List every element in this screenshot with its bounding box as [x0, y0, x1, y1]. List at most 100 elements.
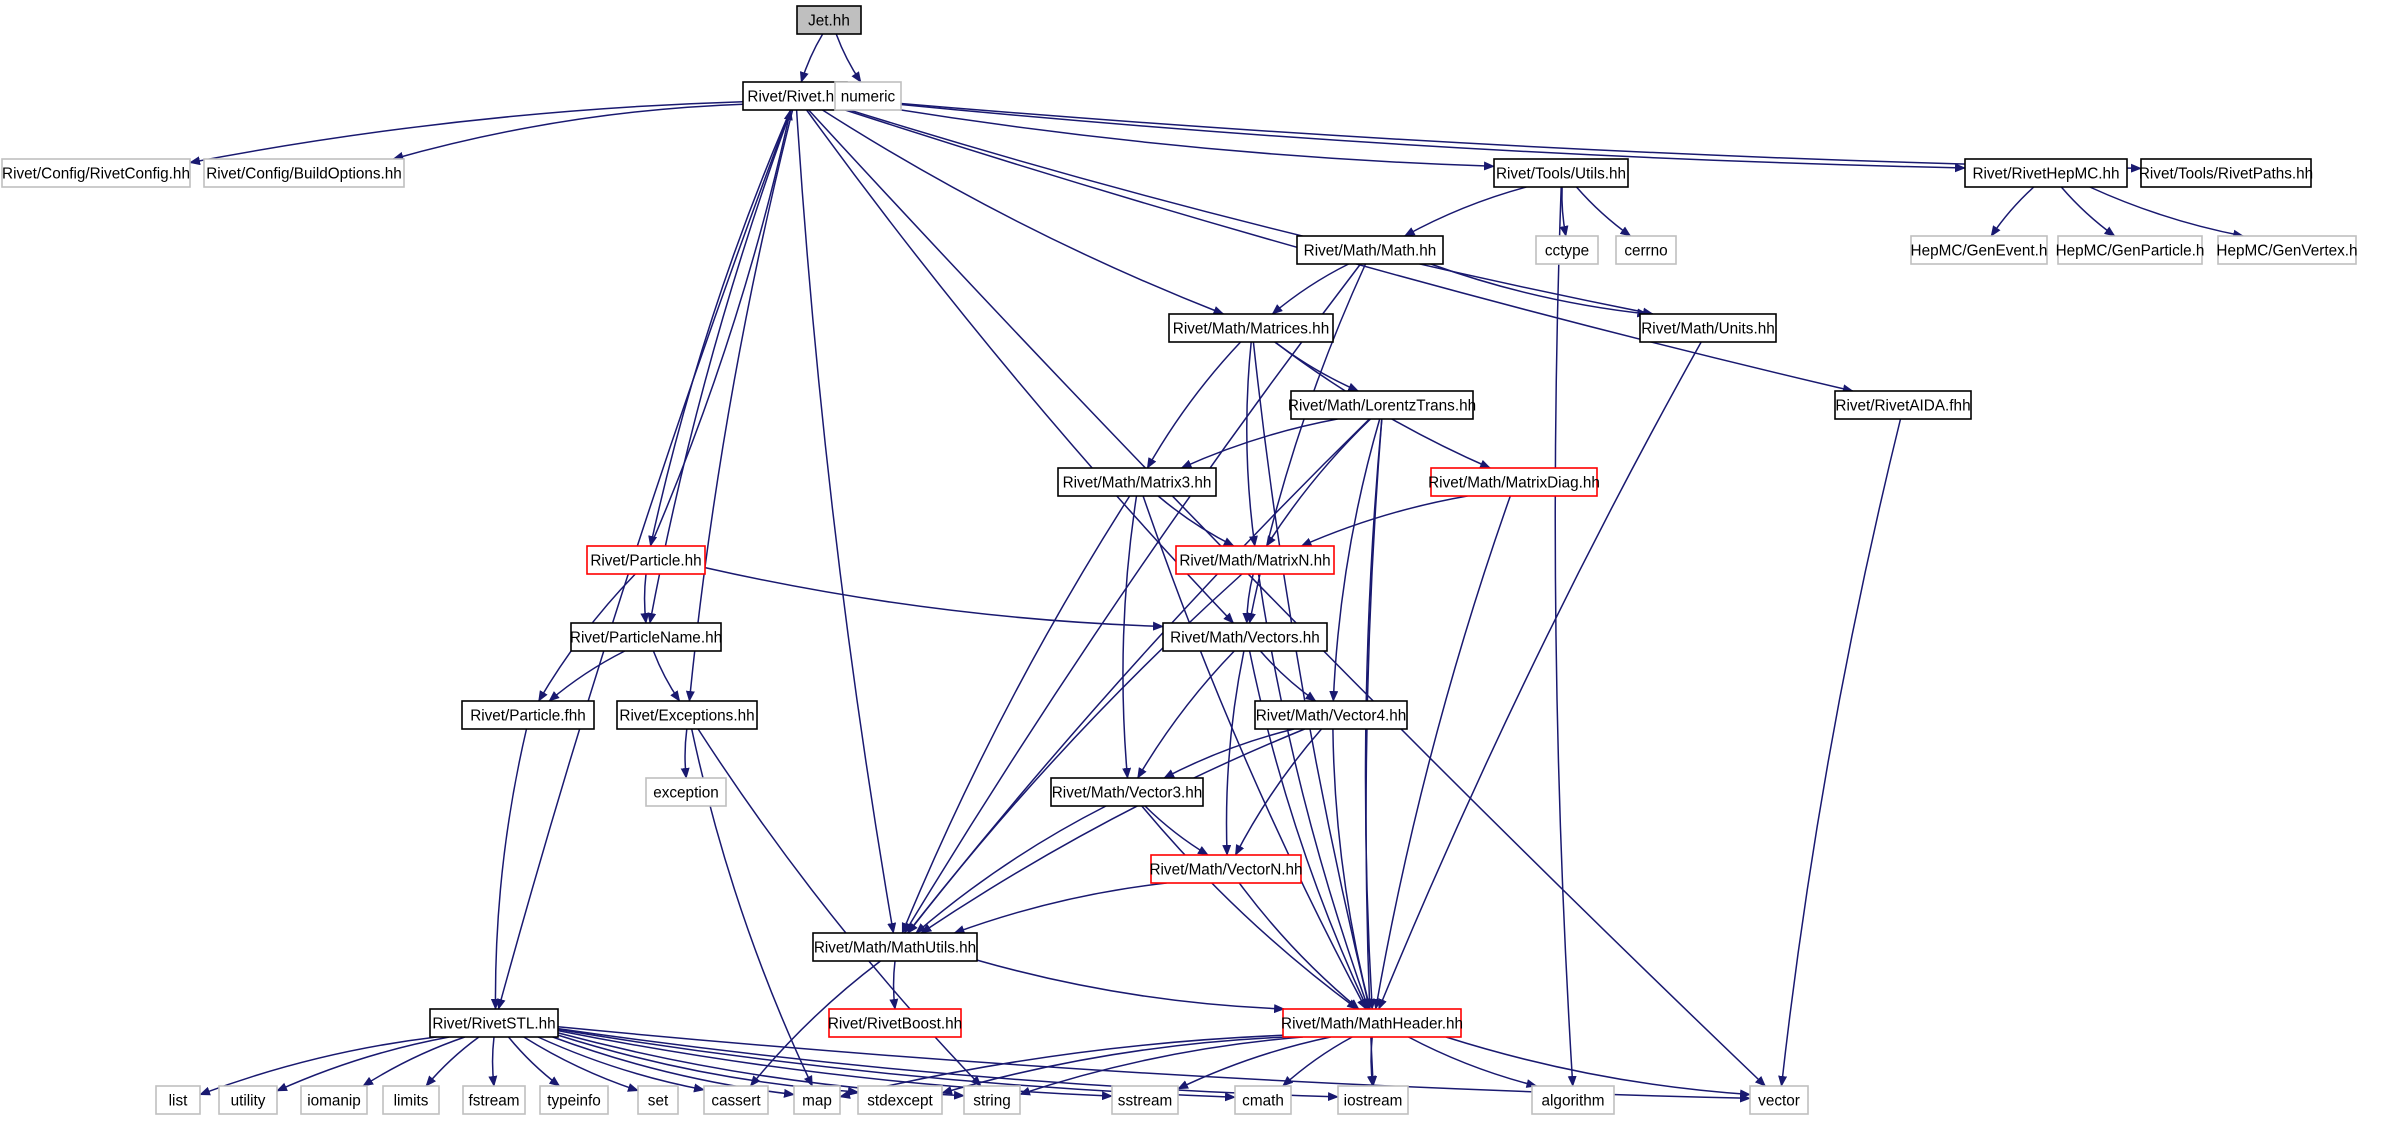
node-particlename[interactable]: Rivet/ParticleName.hh — [570, 622, 722, 652]
node-label: fstream — [469, 1093, 520, 1110]
node-mathheader[interactable]: Rivet/Math/MathHeader.hh — [1281, 1008, 1463, 1038]
node-label: vector — [1758, 1093, 1800, 1110]
node-label: Rivet/Config/BuildOptions.hh — [206, 166, 402, 183]
node-math[interactable]: Rivet/Math/Math.hh — [1296, 235, 1444, 265]
node-particle[interactable]: Rivet/Particle.hh — [586, 545, 706, 575]
node-mathutils[interactable]: Rivet/Math/MathUtils.hh — [812, 932, 978, 962]
node-label: Rivet/Math/Matrix3.hh — [1063, 475, 1212, 492]
edge-arrow — [1403, 186, 1527, 237]
edge-arrow — [1122, 495, 1138, 779]
node-label: Rivet/Rivet.hh — [747, 89, 842, 106]
node-matrix3[interactable]: Rivet/Math/Matrix3.hh — [1057, 467, 1217, 497]
node-box — [1150, 854, 1302, 884]
node-list: list — [155, 1085, 201, 1115]
edge-rivetstl-to-fstream — [488, 1036, 498, 1087]
node-label: map — [802, 1093, 832, 1110]
edge-arrow — [846, 98, 2142, 173]
node-box — [1234, 1085, 1292, 1115]
edge-vectorn-to-mathheader — [1238, 882, 1360, 1010]
edge-toolsutils-to-algorithm — [1554, 186, 1577, 1087]
node-layer: Jet.hhRivet/Rivet.hhnumericRivet/Config/… — [1, 5, 2358, 1115]
edge-matrices-to-matrixn — [1246, 341, 1258, 547]
node-label: Rivet/Math/LorentzTrans.hh — [1288, 398, 1476, 415]
edge-arrow — [276, 1036, 450, 1092]
node-box — [1175, 545, 1335, 575]
node-box — [1749, 1085, 1809, 1115]
edge-jet-to-rivet — [799, 33, 824, 83]
node-label: Rivet/Math/MatrixDiag.hh — [1428, 475, 1600, 492]
node-matrixdiag[interactable]: Rivet/Math/MatrixDiag.hh — [1428, 467, 1600, 497]
edge-arrow — [1554, 186, 1577, 1087]
node-label: Rivet/ParticleName.hh — [570, 630, 722, 647]
edge-arrow — [799, 33, 824, 83]
edge-rivet-to-rivethepmc — [846, 98, 1966, 173]
node-box — [1639, 313, 1777, 343]
edge-mathheader-to-algorithm — [1408, 1036, 1538, 1088]
node-stdexcept: stdexcept — [857, 1085, 943, 1115]
edge-arrow — [1137, 650, 1235, 779]
edge-arrow — [903, 263, 1362, 934]
node-box — [637, 1085, 679, 1115]
edge-arrow — [1177, 1036, 1331, 1090]
edge-arrow — [199, 1036, 437, 1096]
node-label: Rivet/Particle.hh — [590, 553, 701, 570]
edge-jet-to-numeric — [835, 33, 862, 83]
node-lorentz[interactable]: Rivet/Math/LorentzTrans.hh — [1288, 390, 1476, 420]
edge-matrix3-to-mathheader — [1142, 495, 1367, 1010]
node-rivetstl[interactable]: Rivet/RivetSTL.hh — [429, 1008, 559, 1038]
edge-mathutils-to-mathheader — [976, 959, 1286, 1014]
node-box — [570, 622, 722, 652]
edge-rivet-to-matrices — [822, 109, 1225, 315]
node-label: sstream — [1118, 1093, 1172, 1110]
node-particlefhh[interactable]: Rivet/Particle.fhh — [461, 700, 595, 730]
edge-arrow — [425, 1036, 480, 1087]
edge-matrix3-to-matrixn — [1157, 495, 1235, 547]
node-label: set — [648, 1093, 669, 1110]
node-exceptions[interactable]: Rivet/Exceptions.hh — [616, 700, 758, 730]
node-box — [1057, 467, 1217, 497]
edge-matrixdiag-to-matrixn — [1300, 495, 1468, 547]
node-buildoptions: Rivet/Config/BuildOptions.hh — [203, 158, 405, 188]
edge-rivet-to-rivetconfig — [189, 100, 744, 166]
node-matrixn[interactable]: Rivet/Math/MatrixN.hh — [1175, 545, 1335, 575]
node-jet[interactable]: Jet.hh — [796, 5, 862, 35]
node-fstream: fstream — [462, 1085, 526, 1115]
node-rivetpaths[interactable]: Rivet/Tools/RivetPaths.hh — [2139, 158, 2313, 188]
node-vectors[interactable]: Rivet/Math/Vectors.hh — [1162, 622, 1328, 652]
edge-lorentz-to-vector4 — [1329, 418, 1381, 702]
edge-rivet-to-vectors — [805, 109, 1235, 624]
edge-rivetstl-to-set — [523, 1036, 639, 1092]
node-box — [1050, 777, 1204, 807]
edge-arrow — [1559, 186, 1569, 237]
node-label: Rivet/Tools/RivetPaths.hh — [2139, 166, 2313, 183]
edge-rivethepmc-to-genevent — [1990, 186, 2035, 237]
node-vectorn[interactable]: Rivet/Math/VectorN.hh — [1149, 854, 1303, 884]
node-rivetaida[interactable]: Rivet/RivetAIDA.fhh — [1834, 390, 1972, 420]
node-label: Rivet/RivetAIDA.fhh — [1835, 398, 1970, 415]
edge-arrow — [548, 650, 626, 702]
node-label: cerrno — [1624, 243, 1667, 260]
edge-arrow — [392, 103, 744, 161]
node-label: Rivet/RivetBoost.hh — [828, 1016, 962, 1033]
edge-arrow — [1282, 1036, 1353, 1087]
node-toolsutils[interactable]: Rivet/Tools/Utils.hh — [1493, 158, 1629, 188]
edge-arrow — [839, 1034, 1284, 1099]
node-units[interactable]: Rivet/Math/Units.hh — [1639, 313, 1777, 343]
node-box — [1290, 390, 1474, 420]
node-rivethepmc[interactable]: Rivet/RivetHepMC.hh — [1964, 158, 2128, 188]
node-box — [203, 158, 405, 188]
node-box — [1964, 158, 2128, 188]
node-rivet[interactable]: Rivet/Rivet.hh — [742, 81, 848, 111]
node-box — [382, 1085, 440, 1115]
edge-arrow — [640, 573, 650, 624]
node-rivetboost[interactable]: Rivet/RivetBoost.hh — [828, 1008, 962, 1038]
edge-arrow — [1445, 1036, 1751, 1099]
node-vector3[interactable]: Rivet/Math/Vector3.hh — [1050, 777, 1204, 807]
edge-matrix3-to-mathutils — [901, 495, 1131, 934]
edge-arrow — [1146, 341, 1242, 469]
node-matrices[interactable]: Rivet/Math/Matrices.hh — [1168, 313, 1334, 343]
node-vector4[interactable]: Rivet/Math/Vector4.hh — [1254, 700, 1408, 730]
node-label: limits — [394, 1093, 429, 1110]
node-label: numeric — [841, 89, 896, 106]
edge-rivet-to-rivetpaths — [846, 98, 2142, 173]
